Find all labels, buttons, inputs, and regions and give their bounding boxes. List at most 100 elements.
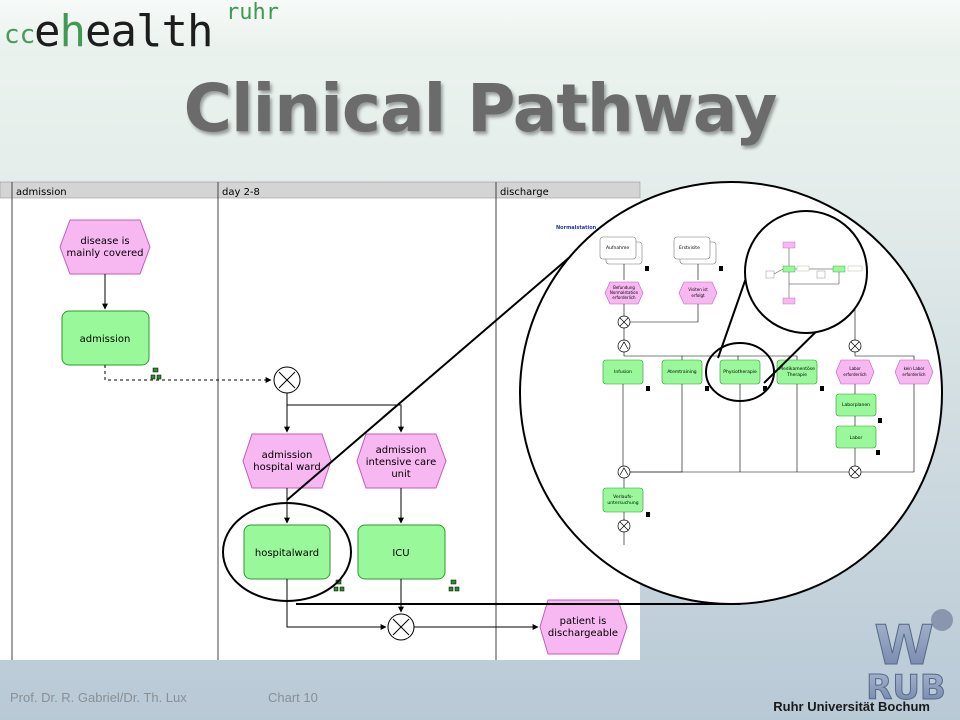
flow-branch	[738, 355, 798, 360]
zoom-f4-l2: Therapie	[786, 372, 807, 378]
rub-logo-w: W	[874, 614, 934, 677]
flow-branch	[623, 352, 739, 360]
event-discharge-line1: patient is	[560, 616, 607, 627]
zoom-function-verlaufsuntersuchung: Verlaufs- untersuchung	[602, 487, 644, 513]
zoom-ev4-l2: erforderlich	[902, 372, 926, 377]
function-icu-label: ICU	[392, 548, 409, 559]
zoom-xor-connector	[617, 315, 631, 329]
org-unit-icon	[150, 367, 162, 380]
zoom-f4-l1: Medikamentöse	[779, 366, 815, 372]
event-disease-covered: disease is mainly covered	[59, 219, 151, 275]
zoom-org-marker	[646, 512, 650, 517]
function-hospital-ward-label: hospitalward	[255, 548, 319, 559]
zoom-f7-l1: Verlaufs-	[613, 494, 633, 500]
flow-arrow	[286, 579, 387, 630]
zoom-f1-label: Infusion	[614, 369, 632, 375]
logo-h: h	[59, 6, 86, 57]
lane-label-discharge: discharge	[500, 187, 549, 198]
zoom-ev1-l1: Befundung	[613, 285, 635, 290]
footer-authors: Prof. Dr. R. Gabriel/Dr. Th. Lux	[10, 690, 187, 705]
zoom-and-connector	[617, 465, 631, 479]
flow-arrow	[630, 304, 699, 323]
flow-arrow-dashed	[104, 365, 272, 383]
zoom-ev4-l1: kein Labor	[904, 366, 925, 371]
event-adm-icu-line1: admission	[376, 445, 427, 456]
function-admission: admission	[61, 310, 150, 366]
page-title: Clinical Pathway	[183, 70, 778, 147]
logo-ehealth: ehealth	[34, 6, 213, 57]
zoom-document-aufnahme: Aufnahme	[599, 236, 643, 265]
rub-logo-dot	[931, 609, 953, 631]
highlight-ellipse-hospital-ward	[222, 502, 352, 602]
event-admission-icu: admission intensive care unit	[356, 433, 447, 489]
logo-e: e	[34, 6, 60, 57]
zoom-event-befundung: Befundung Normalstation erforderlich	[604, 281, 644, 305]
org-unit-icon	[448, 579, 460, 592]
xor-connector	[387, 613, 415, 641]
zoom-org-marker	[820, 386, 824, 391]
event-disease-line1: disease is	[80, 236, 129, 247]
zoom-f6-label: Labor	[850, 435, 863, 441]
zoom-function-labor: Labor	[835, 425, 877, 449]
zoom-function-atemtraining: Atemtraining	[661, 359, 703, 385]
zoom-xor-connector	[848, 465, 862, 479]
zoom-f2-label: Atemtraining	[667, 369, 696, 375]
rub-logo-text: RUB	[866, 668, 946, 706]
zoom-and-connector	[617, 339, 631, 353]
rub-logo: W RUB	[866, 609, 953, 706]
zoom-normalstation-label: Normalstation	[556, 225, 597, 231]
function-hospital-ward: hospitalward	[243, 524, 331, 580]
function-admission-label: admission	[80, 334, 131, 345]
zoom-org-marker	[878, 418, 882, 423]
zoom-org-marker	[645, 266, 649, 271]
logo-cc: cc	[4, 20, 36, 50]
event-adm-ward-line2: hospital ward	[253, 462, 320, 473]
zoom-org-marker	[646, 386, 650, 391]
footer-university: Ruhr Universität Bochum	[773, 699, 930, 714]
zoom-circle-hospital-ward	[519, 181, 943, 605]
zoom-function-infusion: Infusion	[602, 359, 644, 385]
lane-label-admission: admission	[16, 187, 67, 198]
zoom-event-visite: Visiten ist erfolgt	[678, 281, 718, 305]
zoom-org-marker	[763, 386, 767, 391]
zoom-doc2-label: Erstvisite	[679, 245, 700, 251]
logo-ealth: ealth	[85, 6, 213, 57]
zoom-org-marker	[876, 450, 880, 455]
xor-connector	[273, 366, 301, 394]
zoom-f5-label: Laborplanen	[842, 402, 870, 408]
zoom-xor-connector	[617, 519, 631, 533]
zoom-line-top	[286, 237, 593, 501]
lane-header-bar	[0, 181, 641, 199]
zoom-ev1-l2: Normalstation	[610, 290, 639, 295]
zoom-circle-physiotherapie	[744, 210, 868, 334]
zoom-ev2-l1: Visiten ist	[688, 287, 708, 292]
flow-branch	[854, 352, 915, 360]
zoom-ev3-l1: Labor	[849, 366, 861, 371]
event-adm-ward-line1: admission	[262, 450, 313, 461]
zoom-f3-label: Physiotherapie	[723, 369, 757, 375]
lane-label-day-2-8: day 2-8	[222, 187, 260, 198]
zoom-detail-diagram	[765, 241, 863, 305]
zoom-event-kein-labor: kein Labor erforderlich	[894, 359, 934, 385]
event-admission-hospital-ward: admission hospital ward	[242, 433, 332, 489]
zoom-org-marker	[719, 266, 723, 271]
event-disease-line2: mainly covered	[67, 248, 144, 259]
zoom-xor-connector	[848, 339, 862, 353]
zoom-f7-l2: untersuchung	[607, 500, 638, 506]
zoom-function-laborplanen: Laborplanen	[835, 393, 877, 417]
zoom-document-erstvisite: Erstvisite	[673, 236, 717, 265]
zoom-event-labor-erforderlich: Labor erforderlich	[835, 359, 875, 385]
zoom-org-marker	[705, 386, 709, 391]
zoom-ev2-l2: erfolgt	[691, 293, 705, 298]
zoom-function-physiotherapie: Physiotherapie	[719, 359, 761, 385]
flow-arrow	[861, 384, 915, 473]
zoom-ev1-l3: erforderlich	[612, 295, 636, 300]
footer-chart-number: Chart 10	[268, 690, 318, 705]
logo-ruhr: ruhr	[226, 0, 279, 25]
event-discharge-line2: dischargeable	[548, 628, 618, 639]
zoom-doc1-label: Aufnahme	[606, 245, 629, 251]
zoom-ev3-l2: erforderlich	[843, 372, 867, 377]
header-band	[0, 0, 960, 56]
event-adm-icu-line2: intensive care	[366, 457, 436, 468]
event-patient-dischargeable: patient is dischargeable	[539, 599, 628, 655]
